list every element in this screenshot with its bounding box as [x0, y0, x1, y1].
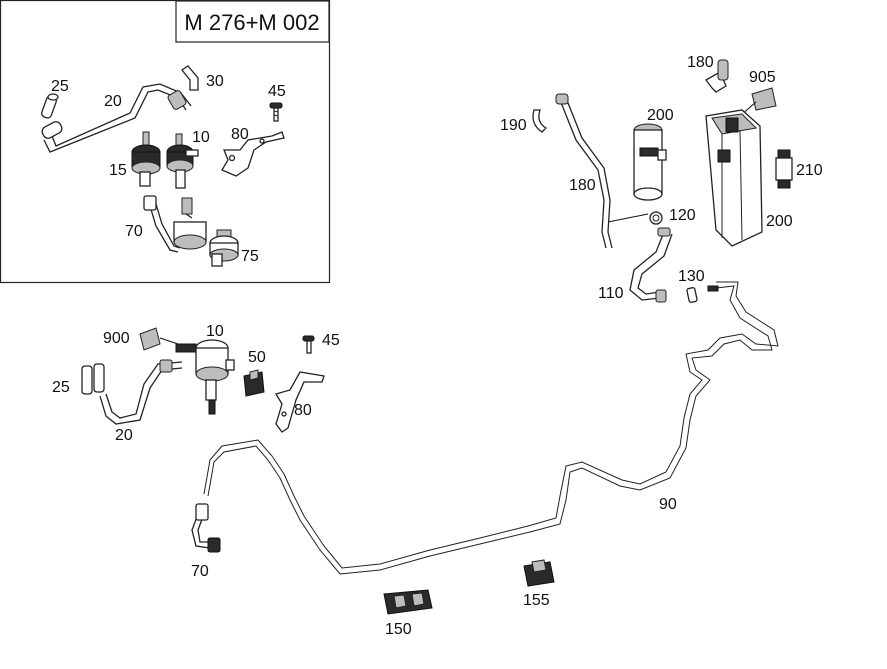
- label-155: 155: [523, 592, 550, 609]
- part-50-holder: [243, 369, 265, 397]
- label-80: 80: [294, 402, 312, 419]
- part-150-clip: [383, 589, 433, 615]
- part-90-vent-pipe: [203, 281, 779, 575]
- inset-part-25-hose-piece: [41, 93, 59, 119]
- inset-label-80: 80: [231, 126, 249, 143]
- part-905-clip: [739, 87, 777, 117]
- part-130-clip: [686, 287, 698, 303]
- inset-part-20-vent-line: [41, 83, 192, 153]
- label-150: 150: [385, 621, 412, 638]
- label-190: 190: [500, 117, 527, 134]
- inset-frame: [0, 0, 331, 284]
- inset-part-80-bracket: [221, 131, 285, 177]
- inset-label-20: 20: [104, 93, 122, 110]
- label-90: 90: [659, 496, 677, 513]
- part-120-clamp: [649, 211, 663, 225]
- part-210-valve: [775, 149, 793, 189]
- part-70-connector-line: [191, 503, 221, 553]
- part-110-hose: [629, 227, 673, 303]
- part-10-valve: [175, 339, 235, 415]
- label-25: 25: [52, 379, 70, 396]
- inset-label-30: 30: [206, 73, 224, 90]
- part-25-hose-piece: [81, 363, 105, 395]
- inset-part-30-elbow: [181, 65, 199, 91]
- inset-label-70: 70: [125, 223, 143, 240]
- part-190-clamp: [532, 109, 548, 133]
- label-180-mid: 180: [569, 177, 596, 194]
- inset-part-70-purge-line: [143, 195, 193, 253]
- label-210: 210: [796, 162, 823, 179]
- inset-title-box: [175, 0, 330, 43]
- part-200-filter-canister: [633, 123, 667, 201]
- label-905: 905: [749, 69, 776, 86]
- main-valve-assembly: 900 10 45 50 80: [52, 323, 340, 444]
- label-45: 45: [322, 332, 340, 349]
- inset-part-45-screw: [269, 102, 283, 122]
- inset-label-45: 45: [268, 83, 286, 100]
- inset-part-70-valve: [173, 221, 207, 250]
- label-10: 10: [206, 323, 224, 340]
- label-200-top: 200: [647, 107, 674, 124]
- label-200-right: 200: [766, 213, 793, 230]
- inset-label-15: 15: [109, 162, 127, 179]
- part-200-charcoal-canister: [705, 109, 763, 247]
- inset-label-25: 25: [51, 78, 69, 95]
- inset-title: M 276+M 002: [184, 10, 319, 35]
- label-110: 110: [598, 285, 624, 302]
- label-180-top: 180: [687, 54, 714, 71]
- label-70: 70: [191, 563, 209, 580]
- part-80-bracket: [275, 371, 325, 433]
- part-20-vent-line: [99, 359, 183, 425]
- inset-part-15-valve: [131, 131, 161, 187]
- label-20: 20: [115, 427, 133, 444]
- inset-part-10-valve: [166, 133, 199, 189]
- inset-part-75-valve: [209, 229, 239, 267]
- label-50: 50: [248, 349, 266, 366]
- canister-assembly: 180 905 190 180 200: [500, 54, 823, 303]
- inset-label-10: 10: [192, 129, 210, 146]
- part-180-vent-pipe: [555, 93, 649, 249]
- part-45-screw: [302, 335, 315, 354]
- part-155-clip: [523, 559, 555, 587]
- label-120: 120: [669, 207, 696, 224]
- label-900: 900: [103, 330, 130, 347]
- engine-variant-inset: M 276+M 002 25 20 30 45: [0, 0, 331, 284]
- part-180-elbow-hose: [705, 59, 729, 93]
- inset-label-75: 75: [241, 248, 259, 265]
- label-130: 130: [678, 268, 705, 285]
